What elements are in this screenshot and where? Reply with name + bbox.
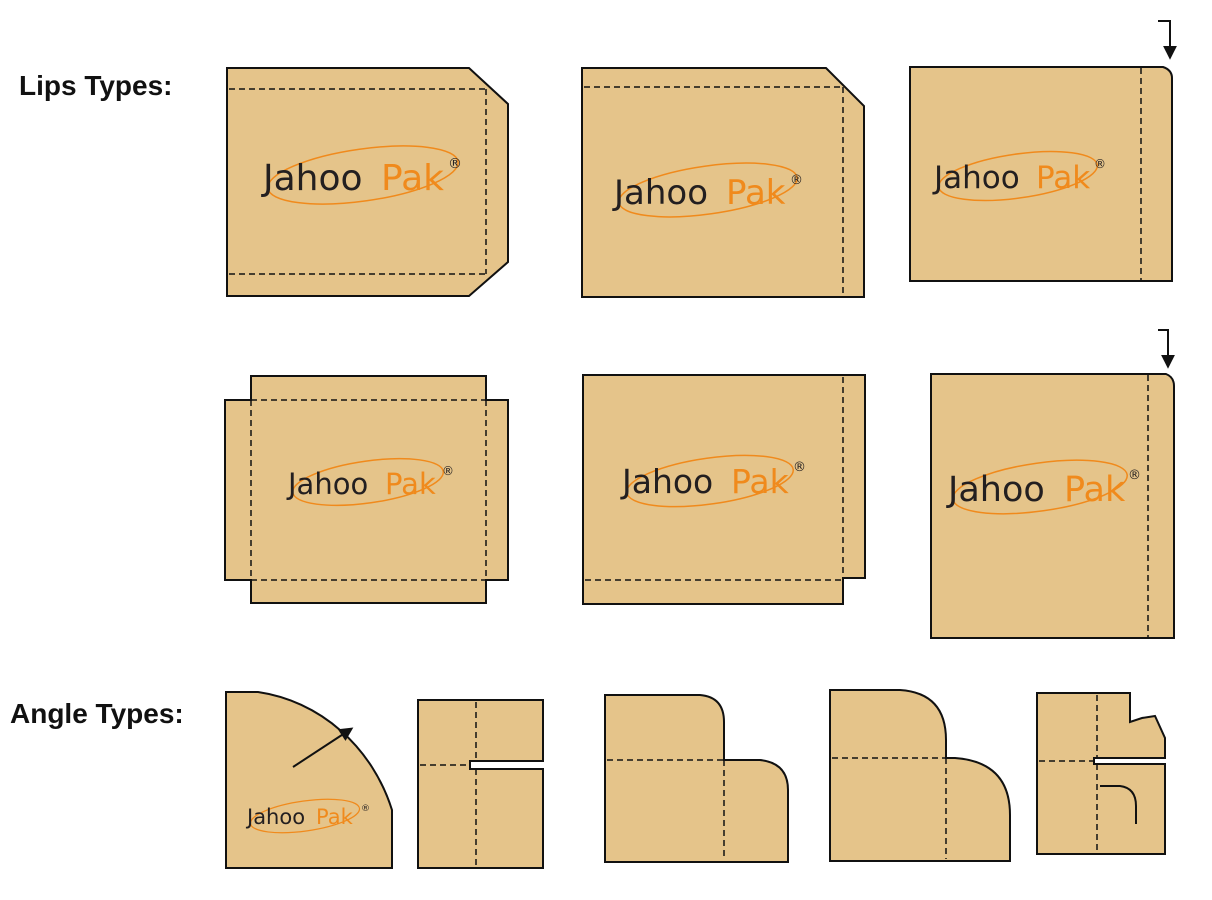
logo-6-pak: Pak bbox=[1064, 470, 1126, 510]
logo-4-jahoo: Jahoo bbox=[286, 467, 368, 501]
logo-2: Jahoo Pak ® bbox=[612, 162, 803, 218]
logo-7: Jahoo Pak ® bbox=[245, 798, 370, 834]
logo-3: Jahoo Pak ® bbox=[932, 150, 1106, 202]
lip-type-corner-fold bbox=[909, 66, 1173, 282]
logo-2-pak: Pak bbox=[726, 173, 786, 213]
angle-type-rounded-corner bbox=[225, 691, 393, 869]
angle-type-rounded-step-large bbox=[829, 689, 1011, 862]
logo-6-reg: ® bbox=[1128, 468, 1141, 483]
logo-1-pak: Pak bbox=[381, 158, 444, 199]
logo-5-jahoo: Jahoo bbox=[620, 462, 713, 501]
logo-7-reg: ® bbox=[361, 804, 370, 814]
logo-5-pak: Pak bbox=[731, 462, 790, 501]
logo-5-reg: ® bbox=[793, 460, 806, 475]
angle-type-rounded-step bbox=[604, 694, 789, 863]
logo-7-pak: Pak bbox=[316, 805, 354, 829]
lip-type-single-angled bbox=[581, 67, 865, 298]
lip-type-two-side bbox=[582, 374, 866, 605]
logo-6-jahoo: Jahoo bbox=[946, 470, 1045, 510]
angle-type-slit-notch bbox=[1036, 692, 1166, 855]
logo-2-reg: ® bbox=[790, 173, 803, 188]
logo-1-reg: ® bbox=[448, 156, 462, 172]
angle-type-slit-cross bbox=[417, 699, 544, 869]
logo-4-reg: ® bbox=[442, 464, 454, 478]
logo-1: Jahoo Pak ® bbox=[261, 145, 462, 205]
lip-type-double-angled bbox=[226, 67, 509, 297]
logo-3-pak: Pak bbox=[1036, 160, 1090, 196]
logo-4: Jahoo Pak ® bbox=[286, 457, 454, 507]
logo-7-jahoo: Jahoo bbox=[245, 805, 305, 829]
logo-3-reg: ® bbox=[1094, 157, 1106, 171]
logo-5: Jahoo Pak ® bbox=[620, 454, 806, 508]
logo-6: Jahoo Pak ® bbox=[946, 459, 1141, 515]
lip-type-four-side bbox=[224, 375, 509, 604]
angle-types-label: Angle Types: bbox=[10, 698, 184, 729]
logo-2-jahoo: Jahoo bbox=[612, 173, 708, 213]
logo-4-pak: Pak bbox=[385, 467, 436, 501]
logo-1-jahoo: Jahoo bbox=[261, 158, 363, 199]
lips-types-label: Lips Types: bbox=[19, 70, 173, 101]
lip-type-corner-fold-large bbox=[930, 373, 1175, 639]
logo-3-jahoo: Jahoo bbox=[932, 160, 1020, 196]
corner-fold-arrows bbox=[1158, 20, 1177, 369]
